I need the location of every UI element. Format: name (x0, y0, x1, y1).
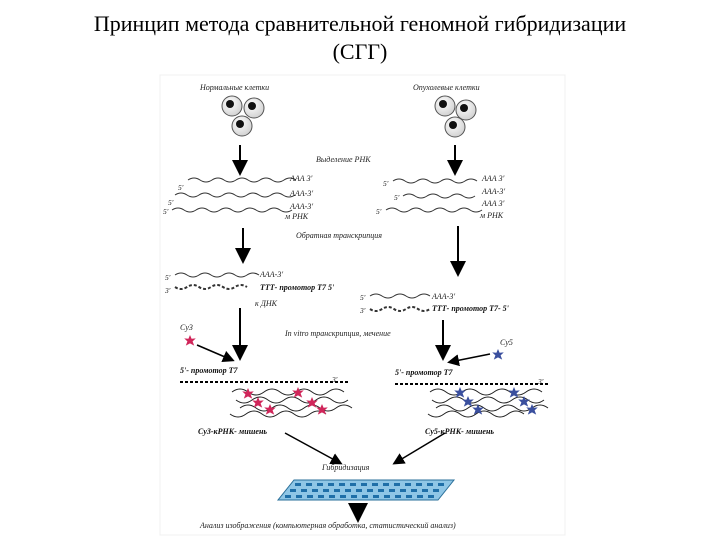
right-aaa-3: ААА 3' (481, 199, 505, 208)
cdna-strands-left (174, 272, 260, 290)
left-ttt-promoter: ТТТ- промотор Т7 5' (260, 283, 335, 292)
title-line-2: (СГГ) (332, 39, 388, 64)
mrna-strands-left (171, 177, 297, 213)
right-5prime-2: 5' (394, 193, 400, 202)
microarray-chip (276, 479, 456, 501)
in-vitro-label: In vitro транскрипция, мечение (284, 329, 391, 338)
left-mrna-label: м РНК (284, 212, 309, 221)
normal-cells-label: Нормальные клетки (199, 83, 269, 92)
left-5prime-2: 5' (168, 198, 174, 207)
right-5prime-3: 5' (376, 207, 382, 216)
right-promoter-label: 5'- промотор Т7 (395, 368, 454, 377)
left-cdna-5prime: 5' (165, 273, 171, 282)
right-cdna-aaa: ААА-3' (431, 292, 455, 301)
rna-isolation-label: Выделение РНК (316, 155, 371, 164)
right-5prime-1: 5' (383, 179, 389, 188)
page-title: Принцип метода сравнительной геномной ги… (0, 10, 720, 66)
left-5prime-3: 5' (163, 207, 169, 216)
reverse-transcription-label: Обратная транскрипция (296, 231, 382, 240)
right-mrna-label: м РНК (479, 211, 504, 220)
right-aaa-1: ААА 3' (481, 174, 505, 183)
left-labeled-3prime: 3' (331, 375, 338, 384)
right-ttt-promoter: ТТТ- промотор Т7- 5' (432, 304, 510, 313)
mrna-strands-right (385, 178, 483, 213)
analysis-label: Анализ изображения (компьютерная обработ… (199, 521, 456, 530)
cy5-target-label: Cy5-кРНК- мишень (425, 427, 494, 436)
left-cdna-aaa: ААА-3' (259, 270, 283, 279)
arrow-cy5 (447, 353, 491, 367)
arrow-cy3-target (284, 432, 343, 465)
tumor-cells-label: Опухолевые клетки (413, 83, 480, 92)
arrow-cy3 (196, 344, 235, 362)
arrow-cy5-target (392, 432, 446, 465)
cy3-label: Cy3 (180, 323, 193, 332)
hybridization-label: Гибридизация (321, 463, 370, 472)
title-line-1: Принцип метода сравнительной геномной ги… (93, 11, 627, 36)
right-aaa-2: ААА-3' (481, 187, 505, 196)
right-labeled-3prime: 3' (537, 377, 544, 386)
left-aaa-3: ААА-3' (289, 202, 313, 211)
left-aaa-2: ААА-3' (289, 189, 313, 198)
normal-cells-icon (221, 95, 265, 137)
cy3-target-label: Cy3-кРНК- мишень (198, 427, 267, 436)
right-cdna-5prime: 5' (360, 293, 366, 302)
diagram-frame (159, 74, 566, 536)
cy5-label: Cy5 (500, 338, 513, 347)
cdna-strands-right (369, 293, 431, 312)
tumor-cells-icon (434, 95, 477, 138)
left-aaa-1: ААА 3' (289, 174, 313, 183)
left-cdna-3prime: 3' (164, 286, 171, 295)
left-promoter-label: 5'- промотор Т7 (180, 366, 239, 375)
left-cdna-label: к ДНК (255, 299, 278, 308)
left-5prime-1: 5' (178, 183, 184, 192)
right-cdna-3prime: 3' (359, 306, 366, 315)
